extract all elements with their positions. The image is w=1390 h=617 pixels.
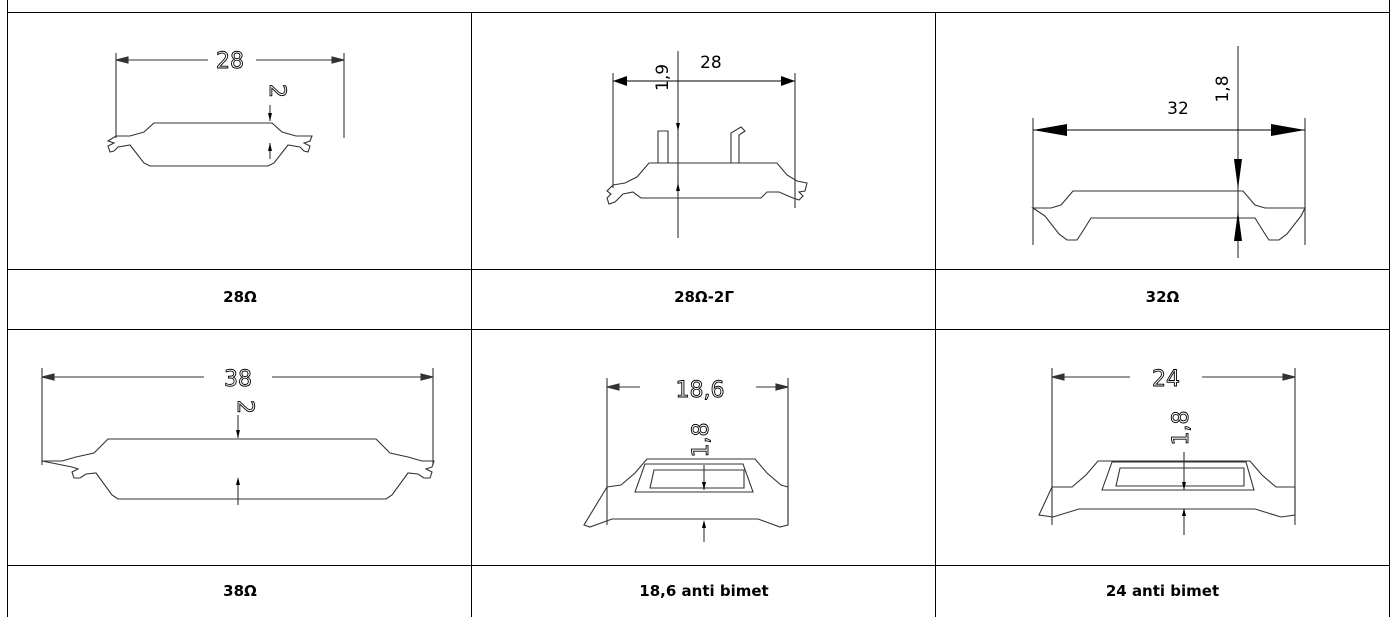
- table-border-left: [7, 0, 8, 617]
- row-divider: [7, 269, 1390, 270]
- profile-drawing-18-6-anti-bimet: 18,6 1,8: [472, 330, 935, 565]
- row-divider: [7, 565, 1390, 566]
- width-dimension-label: 24: [1152, 367, 1180, 392]
- thickness-dimension-label: 2: [232, 400, 257, 414]
- column-divider: [471, 12, 472, 617]
- profile-name: 32Ω: [1145, 288, 1180, 306]
- profile-name: 38Ω: [223, 582, 257, 600]
- thickness-dimension-label: 1,8: [689, 423, 714, 458]
- thickness-dimension-label: 1,9: [653, 64, 673, 91]
- profile-drawing-28: 28 2: [8, 13, 471, 269]
- profile-name: 18,6 anti bimet: [639, 582, 769, 600]
- profile-drawing-24-anti-bimet: 24 1,8: [936, 330, 1389, 565]
- width-dimension-label: 28: [216, 49, 244, 74]
- profile-drawing-28-2g: 28 1,9: [472, 13, 935, 269]
- table-border-top: [7, 12, 1390, 13]
- row-divider: [7, 329, 1390, 330]
- width-dimension-label: 32: [1167, 99, 1189, 119]
- thickness-dimension-label: 1,8: [1213, 75, 1233, 102]
- profile-drawing-32: 32 1,8: [936, 13, 1389, 269]
- column-divider: [935, 12, 936, 617]
- profile-drawing-38: 38 2: [8, 330, 471, 565]
- profile-name: 24 anti bimet: [1105, 582, 1220, 600]
- thickness-dimension-label: 2: [264, 84, 289, 98]
- width-dimension-label: 38: [224, 367, 252, 392]
- profile-name: 28Ω-2Γ: [674, 288, 734, 306]
- width-dimension-label: 18,6: [676, 378, 725, 403]
- thickness-dimension-label: 1,8: [1169, 411, 1194, 446]
- width-dimension-label: 28: [700, 53, 722, 73]
- profile-name: 28Ω: [223, 288, 257, 306]
